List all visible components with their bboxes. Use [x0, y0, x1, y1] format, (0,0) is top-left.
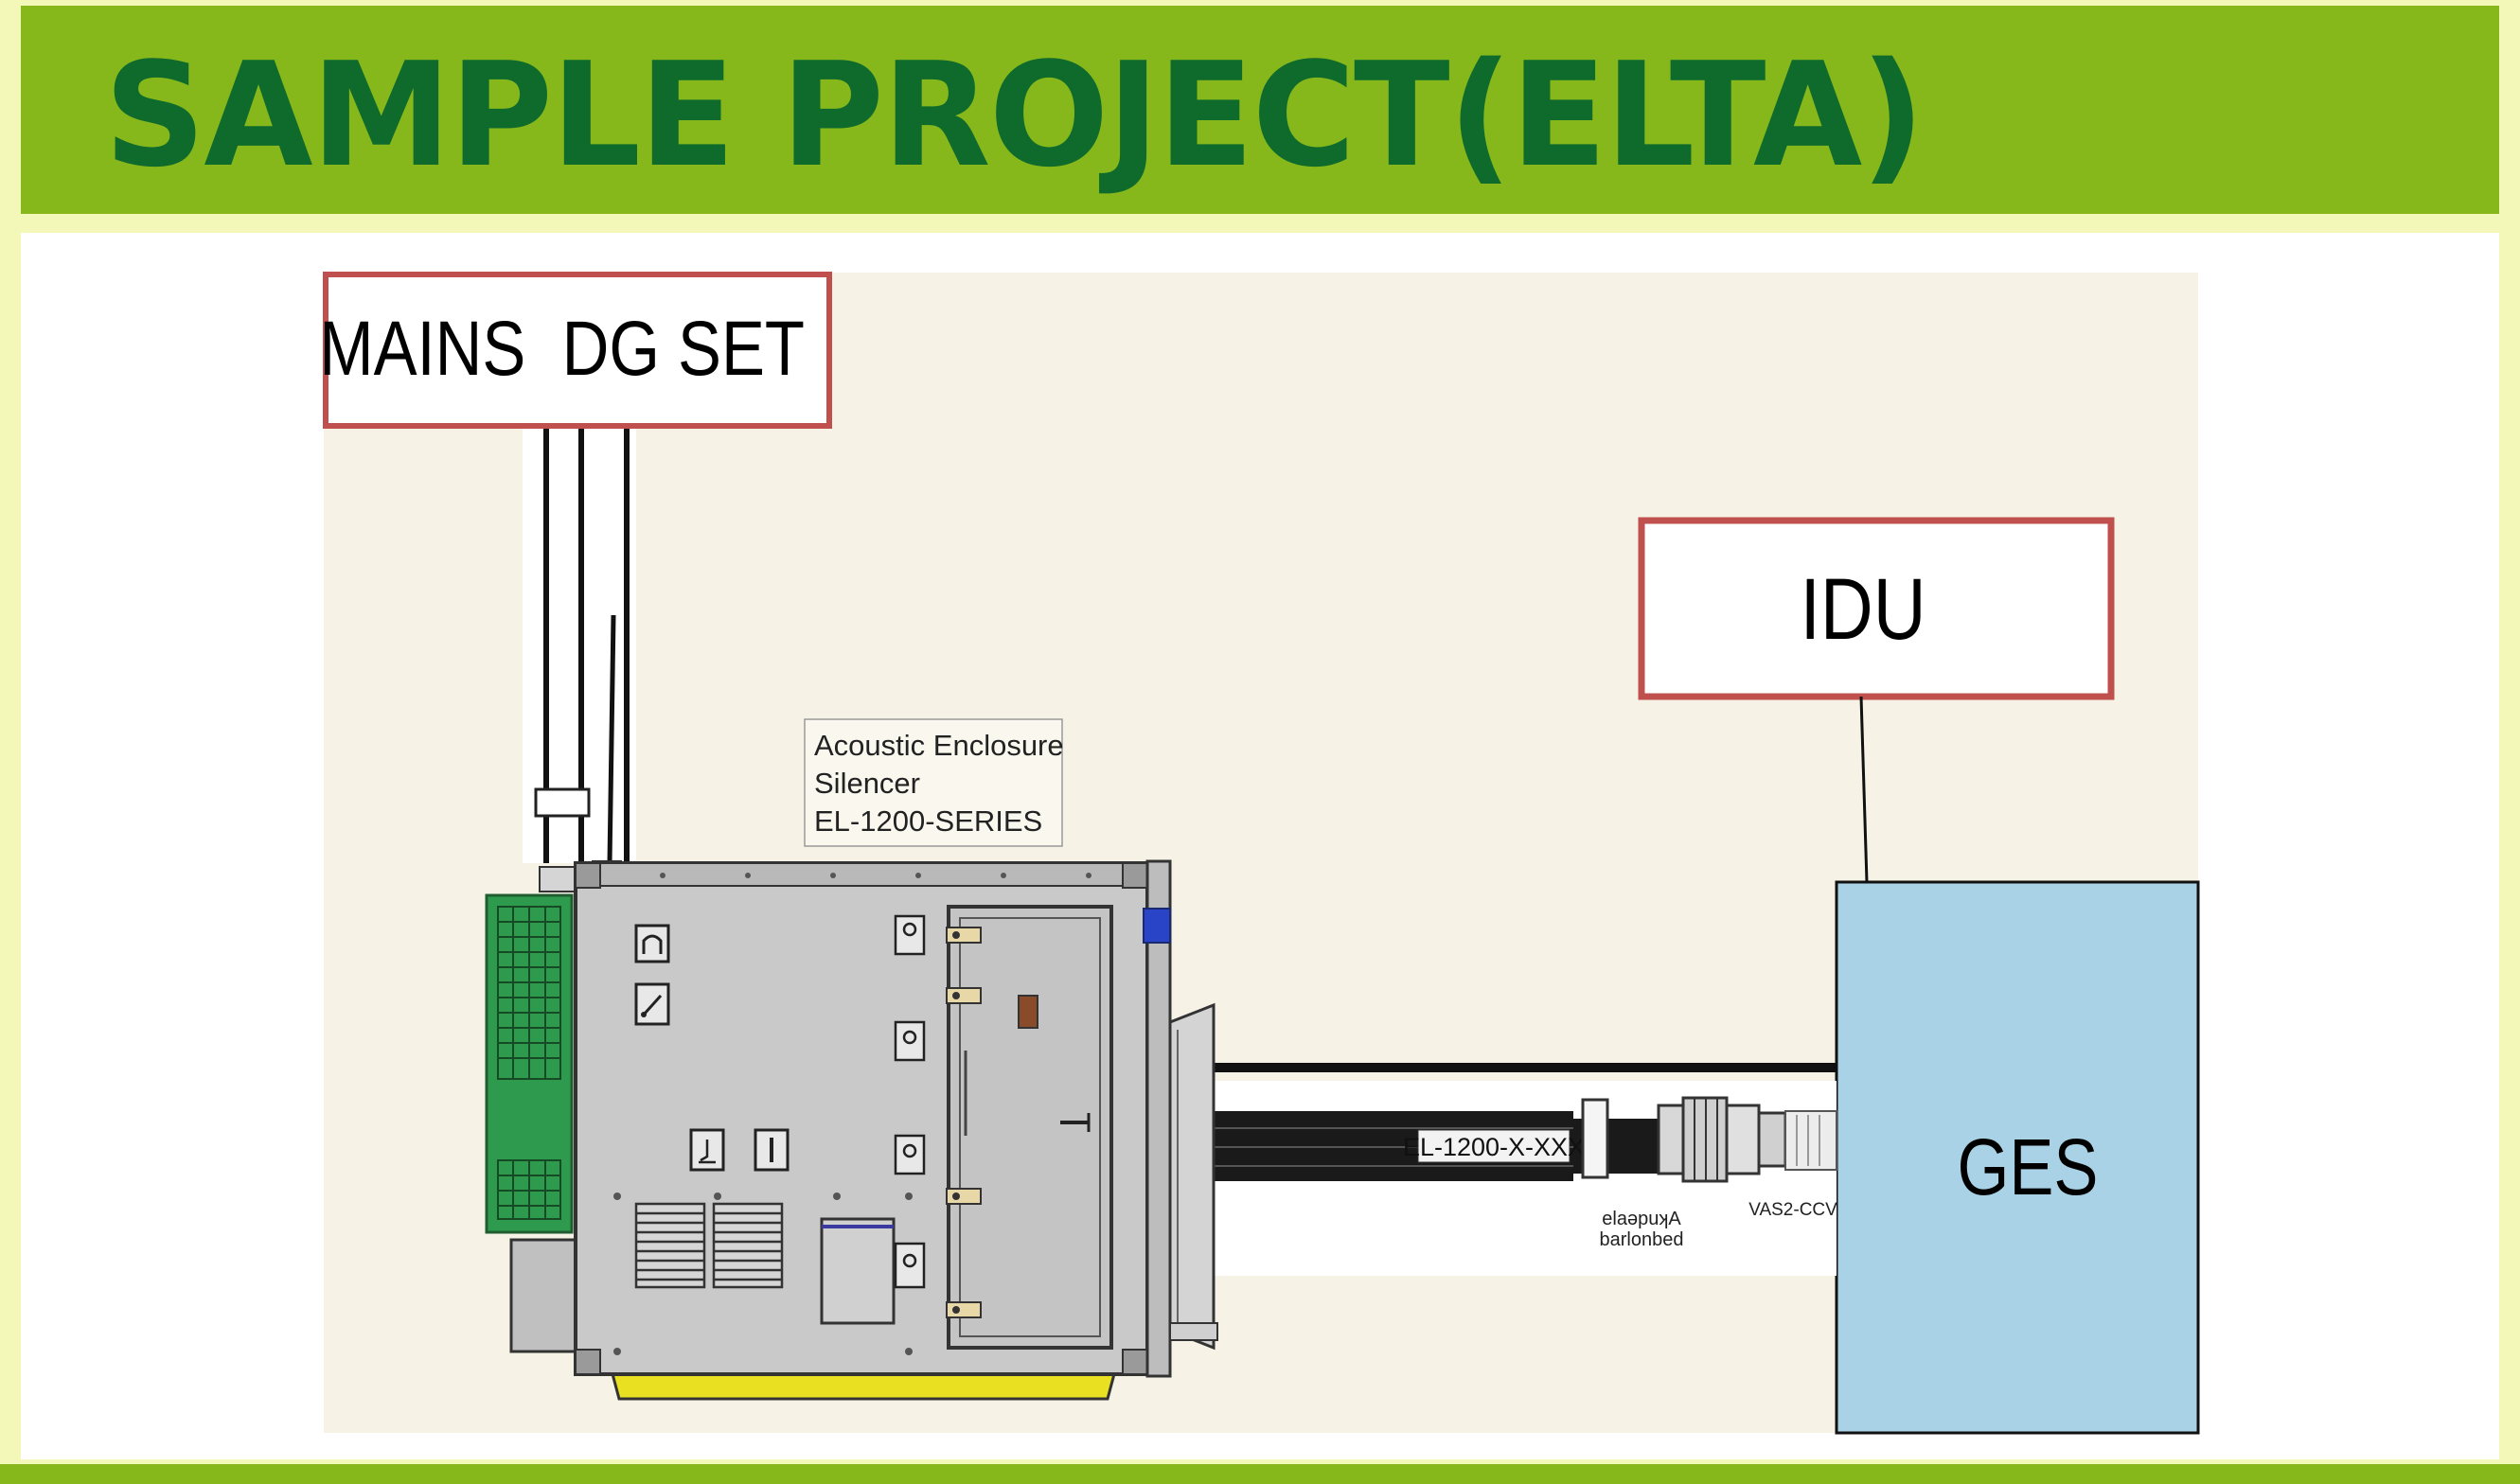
radiator-grille-bottom [497, 1159, 561, 1220]
idu-box: IDU [1638, 517, 2115, 700]
ges-label: GES [1957, 1123, 2098, 1211]
connector-label-line1: elaəpuʞA [1602, 1209, 1681, 1229]
footer-band [0, 1464, 2520, 1484]
page-title: SAMPLE PROJECT(ELTA) [104, 31, 1925, 199]
cable-label: EL-1200-X-XXX [1403, 1133, 1585, 1161]
access-hatch [820, 1217, 896, 1325]
dg-enclosure [485, 859, 1218, 1401]
idu-connector-line [1859, 696, 1869, 883]
header-band [21, 6, 2499, 214]
enclosure-callout: Acoustic Enclosure Silencer EL-1200-SERI… [804, 718, 1064, 847]
cable-tag-box [1417, 1129, 1571, 1163]
idu-label: IDU [1800, 561, 1925, 659]
callout-line2: Silencer [814, 767, 920, 800]
fuse-icon [754, 1128, 790, 1172]
silencer-flange [1168, 1002, 1216, 1351]
mains-dg-set-label: MAINS DG SET [319, 305, 805, 392]
callout-line1: Acoustic Enclosure [814, 729, 1064, 762]
callout-line3: EL-1200-SERIES [814, 804, 1042, 838]
louvre-right [712, 1202, 784, 1289]
switch-icon [634, 982, 670, 1026]
cable-clamp [534, 787, 591, 818]
radiator-grille-top [497, 906, 561, 1080]
enclosure-door [947, 905, 1113, 1350]
panel-lock-icon [946, 927, 982, 1318]
mains-dg-set-box: MAINS DG SET [319, 272, 832, 429]
gauge-icon [894, 914, 926, 1289]
connector-code: VAS2-CCV [1748, 1200, 1837, 1220]
connector-assembly [1581, 1096, 1837, 1183]
warning-icon [634, 924, 670, 963]
louvre-left [634, 1202, 706, 1289]
connector-label-line2: barlonbed [1600, 1229, 1684, 1250]
hazard-icon [689, 1128, 725, 1172]
ges-block: GES [1835, 880, 2200, 1435]
